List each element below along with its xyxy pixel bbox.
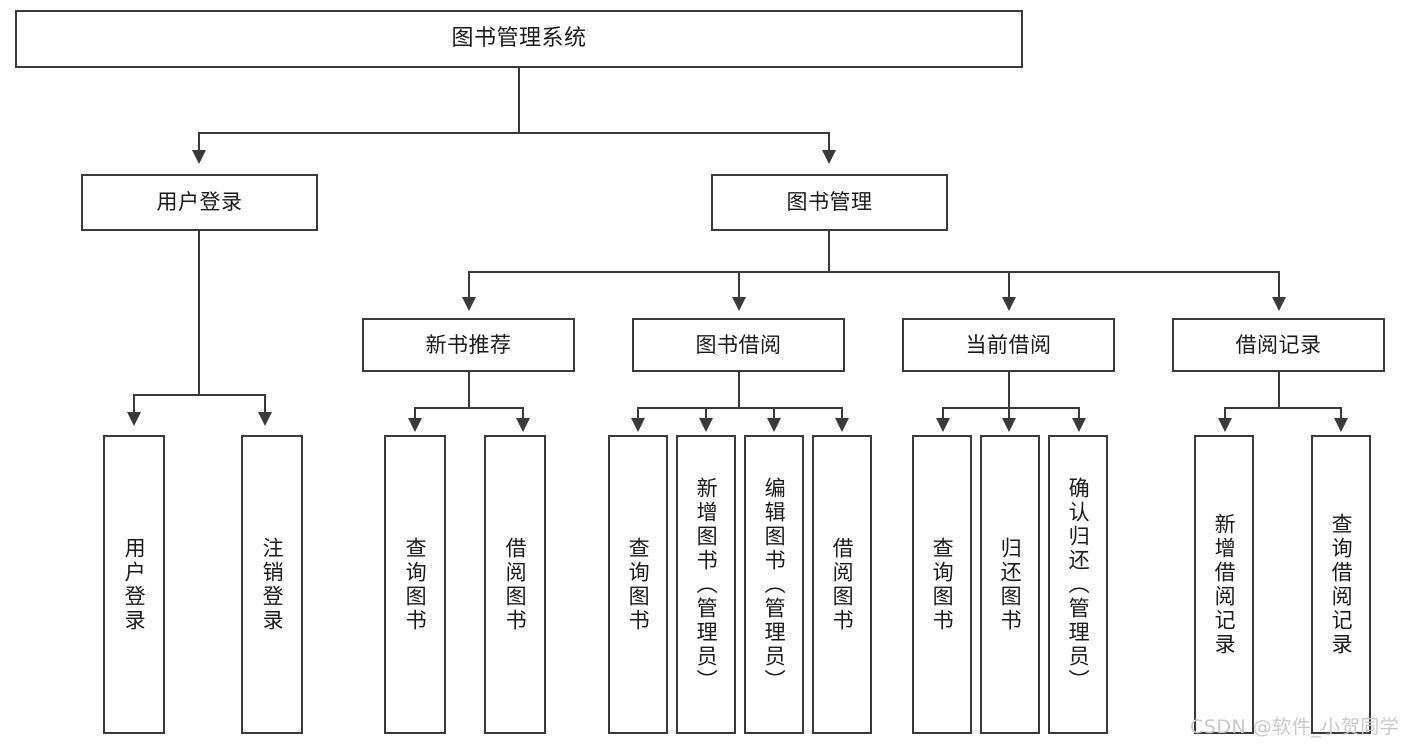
node-label: 新增借阅记录 xyxy=(1212,512,1237,657)
arrowhead-leaf-borrow-records-1 xyxy=(1218,418,1232,432)
connector-borrow-records-stem xyxy=(1278,372,1280,408)
arrowhead-user-login xyxy=(192,150,206,164)
connector-book-borrow-stem xyxy=(738,372,740,408)
arrowhead-borrow-records xyxy=(1272,297,1286,311)
node-label: 新书推荐 xyxy=(425,332,512,357)
connector-borrow-records-drop-1 xyxy=(1224,407,1226,421)
node-label: 注销登录 xyxy=(260,536,285,633)
connector-book-borrow-drop-2 xyxy=(705,407,707,421)
connector-current-borrow-drop-3 xyxy=(1078,407,1080,421)
node-book-borrow[interactable]: 图书借阅 xyxy=(632,318,845,372)
node-label: 编辑图书（管理员） xyxy=(762,476,787,693)
node-label: 借阅记录 xyxy=(1235,332,1322,357)
node-book-management[interactable]: 图书管理 xyxy=(711,174,948,231)
leaf-return-book[interactable]: 归还图书 xyxy=(980,435,1040,734)
connector-book-mgmt-drop-3 xyxy=(1008,271,1010,299)
connector-book-mgmt-bus xyxy=(468,271,1280,273)
arrowhead-leaf-current-borrow-3 xyxy=(1072,418,1086,432)
connector-new-book-drop-2 xyxy=(522,407,524,421)
arrowhead-leaf-user-login-1 xyxy=(127,412,141,426)
node-label: 图书管理 xyxy=(786,190,873,215)
arrowhead-book-borrow xyxy=(732,297,746,311)
node-label: 借阅图书 xyxy=(830,536,855,633)
connector-book-borrow-drop-1 xyxy=(637,407,639,421)
arrowhead-leaf-user-login-2 xyxy=(258,412,272,426)
arrowhead-new-book-recommend xyxy=(462,297,476,311)
leaf-borrow-book[interactable]: 借阅图书 xyxy=(812,435,872,734)
arrowhead-leaf-borrow-records-2 xyxy=(1334,418,1348,432)
arrowhead-leaf-book-borrow-1 xyxy=(631,418,645,432)
node-root-system[interactable]: 图书管理系统 xyxy=(15,10,1023,68)
leaf-confirm-return-admin[interactable]: 确认归还（管理员） xyxy=(1048,435,1108,734)
node-label: 用户登录 xyxy=(156,190,243,215)
leaf-user-login[interactable]: 用户登录 xyxy=(103,435,165,734)
connector-book-mgmt-drop-2 xyxy=(738,271,740,299)
node-label: 图书借阅 xyxy=(695,332,782,357)
connector-book-mgmt-drop-4 xyxy=(1278,271,1280,299)
leaf-query-book-recommend[interactable]: 查询图书 xyxy=(384,435,446,734)
connector-current-borrow-stem xyxy=(1008,372,1010,408)
node-current-borrow[interactable]: 当前借阅 xyxy=(902,318,1115,372)
node-label: 用户登录 xyxy=(122,536,147,633)
connector-root-stem xyxy=(518,68,520,133)
arrowhead-leaf-book-borrow-4 xyxy=(835,418,849,432)
arrowhead-leaf-current-borrow-2 xyxy=(1002,418,1016,432)
connector-new-book-bus xyxy=(414,407,524,409)
connector-new-book-drop-1 xyxy=(414,407,416,421)
node-label: 查询借阅记录 xyxy=(1329,512,1354,657)
connector-new-book-stem xyxy=(468,372,470,408)
connector-user-login-stem xyxy=(198,231,200,395)
connector-borrow-records-bus xyxy=(1224,407,1342,409)
node-label: 确认归还（管理员） xyxy=(1066,476,1091,693)
leaf-borrow-book-recommend[interactable]: 借阅图书 xyxy=(484,435,546,734)
connector-book-mgmt-drop-1 xyxy=(468,271,470,299)
node-user-login[interactable]: 用户登录 xyxy=(81,174,318,231)
node-label: 归还图书 xyxy=(998,536,1023,633)
connector-book-borrow-bus xyxy=(637,407,843,409)
arrowhead-current-borrow xyxy=(1002,297,1016,311)
node-label: 查询图书 xyxy=(403,536,428,633)
leaf-edit-book-admin[interactable]: 编辑图书（管理员） xyxy=(744,435,804,734)
arrowhead-leaf-book-borrow-2 xyxy=(699,418,713,432)
connector-root-bus xyxy=(198,132,830,134)
connector-root-to-book-mgmt xyxy=(828,132,830,152)
arrowhead-leaf-current-borrow-1 xyxy=(936,418,950,432)
node-label: 查询图书 xyxy=(626,536,651,633)
leaf-query-book-borrow[interactable]: 查询图书 xyxy=(608,435,668,734)
leaf-add-book-admin[interactable]: 新增图书（管理员） xyxy=(676,435,736,734)
arrowhead-leaf-book-borrow-3 xyxy=(767,418,781,432)
leaf-query-book-current[interactable]: 查询图书 xyxy=(912,435,972,734)
arrowhead-leaf-new-book-2 xyxy=(516,418,530,432)
connector-current-borrow-drop-2 xyxy=(1008,407,1010,421)
node-label: 查询图书 xyxy=(930,536,955,633)
connector-current-borrow-drop-1 xyxy=(942,407,944,421)
arrowhead-leaf-new-book-1 xyxy=(408,418,422,432)
node-label: 当前借阅 xyxy=(965,332,1052,357)
connector-root-to-user-login xyxy=(198,132,200,152)
connector-borrow-records-drop-2 xyxy=(1340,407,1342,421)
connector-book-borrow-drop-4 xyxy=(841,407,843,421)
leaf-logout[interactable]: 注销登录 xyxy=(241,435,303,734)
arrowhead-book-mgmt xyxy=(822,150,836,164)
connector-book-mgmt-stem xyxy=(828,231,830,272)
connector-user-login-bus xyxy=(133,394,266,396)
leaf-query-borrow-record[interactable]: 查询借阅记录 xyxy=(1311,435,1371,734)
node-label: 图书管理系统 xyxy=(451,26,587,52)
node-new-book-recommend[interactable]: 新书推荐 xyxy=(362,318,575,372)
connector-user-login-drop-1 xyxy=(133,394,135,414)
node-borrow-records[interactable]: 借阅记录 xyxy=(1172,318,1385,372)
leaf-add-borrow-record[interactable]: 新增借阅记录 xyxy=(1194,435,1254,734)
node-label: 借阅图书 xyxy=(503,536,528,633)
node-label: 新增图书（管理员） xyxy=(694,476,719,693)
connector-book-borrow-drop-3 xyxy=(773,407,775,421)
connector-user-login-drop-2 xyxy=(264,394,266,414)
connector-current-borrow-bus xyxy=(942,407,1080,409)
